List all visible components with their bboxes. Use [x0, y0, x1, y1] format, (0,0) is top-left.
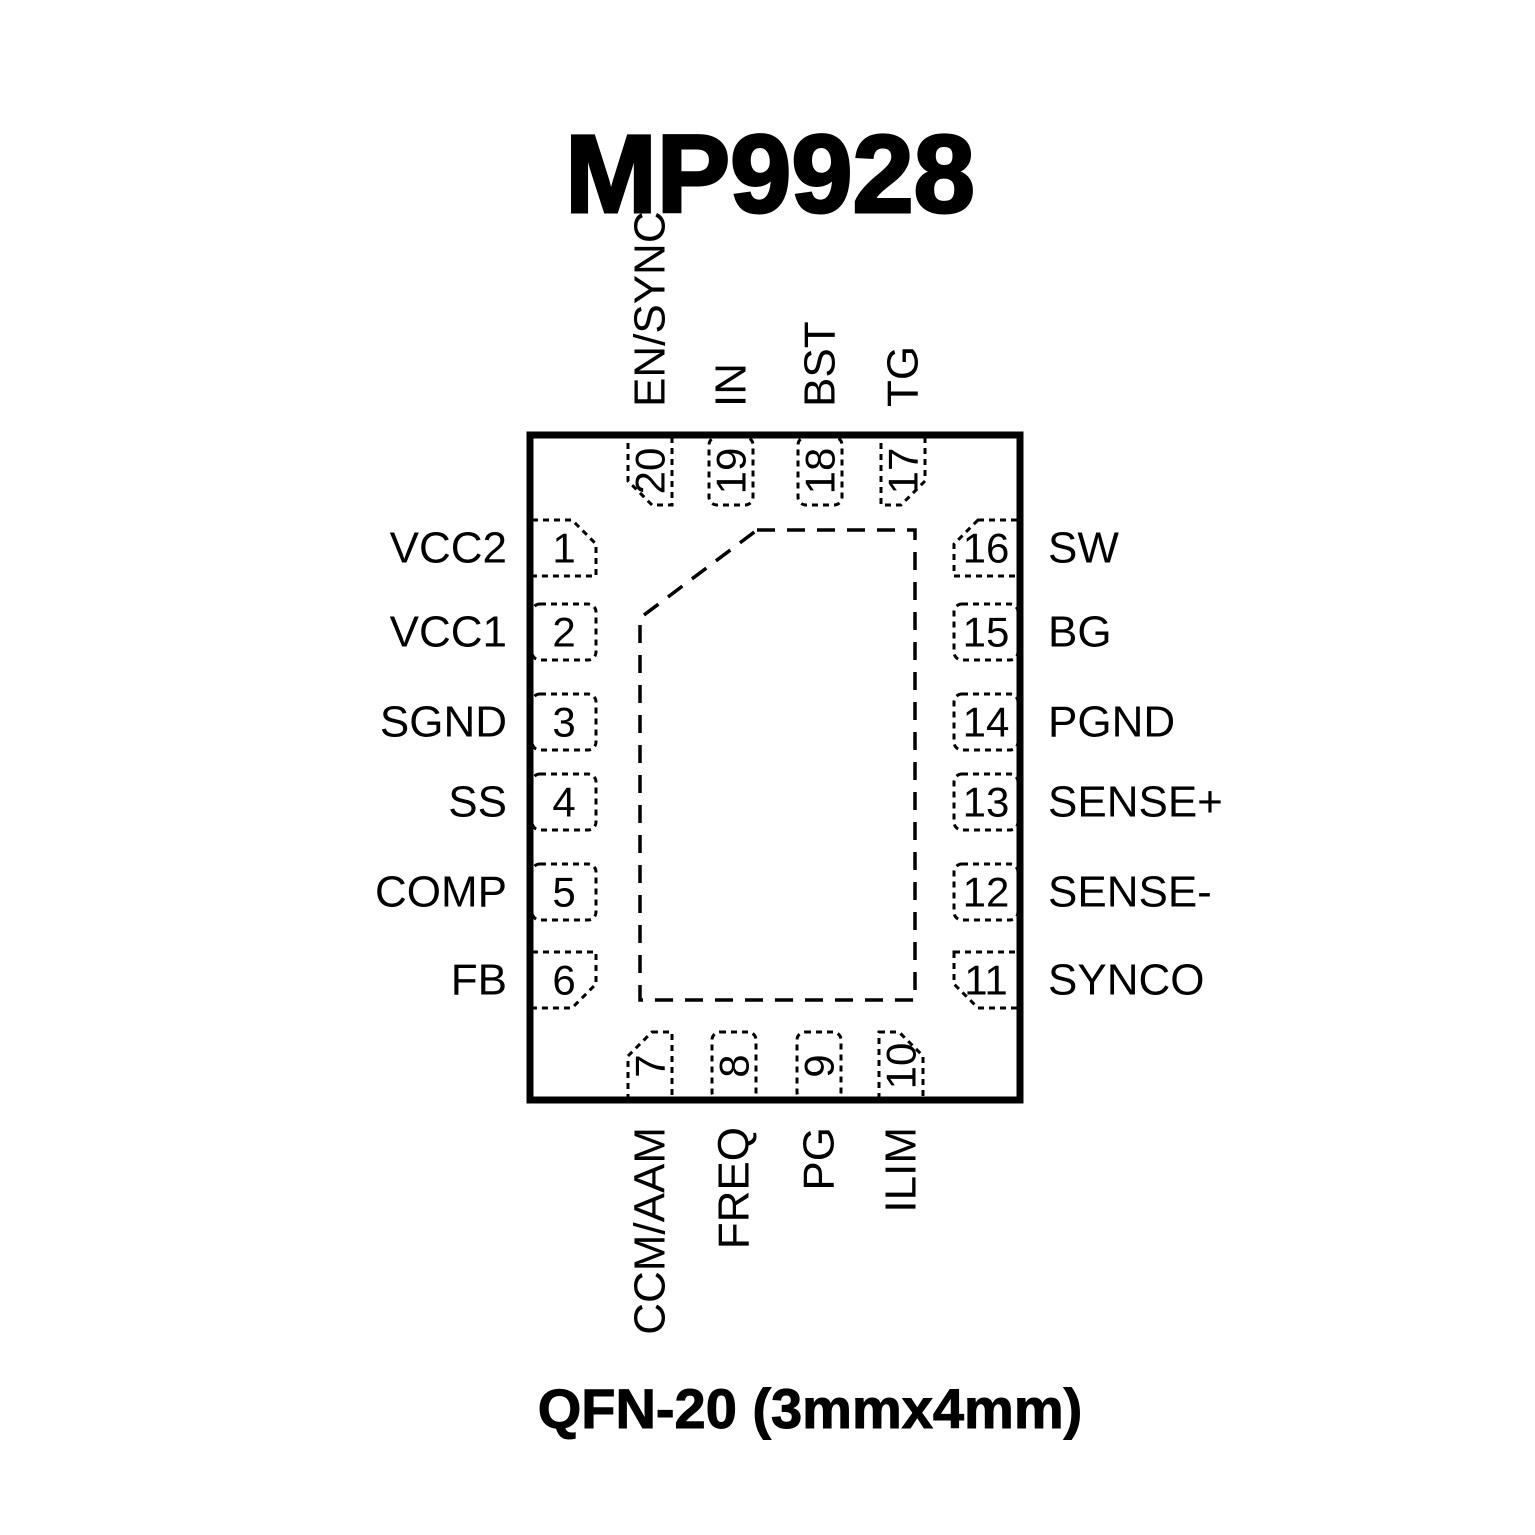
pin-13-number: 13 [963, 779, 1010, 826]
pin-11-label: SYNCO [1048, 956, 1204, 1005]
pin-2-number: 2 [552, 609, 575, 656]
pin-18-label: BST [796, 321, 845, 407]
pin-4-label: SS [448, 778, 507, 827]
pin-14-pad [952, 692, 1020, 752]
pin-12-label: SENSE- [1048, 868, 1212, 917]
pin-13-label: SENSE+ [1048, 778, 1223, 827]
pin-20-pad [626, 435, 674, 507]
pin-18-number: 18 [797, 448, 844, 495]
pin-3-label: SGND [380, 698, 507, 747]
pin-13-pad [952, 772, 1020, 832]
pin-5-number: 5 [552, 869, 575, 916]
pin-4-number: 4 [552, 779, 575, 826]
pin-1-pad [530, 518, 598, 578]
pin-6-pad [530, 950, 598, 1010]
pin-16-pad [952, 518, 1020, 578]
pin-17-pad [879, 435, 927, 507]
pin-5-label: COMP [375, 868, 507, 917]
pin-6-number: 6 [552, 957, 575, 1004]
pin-11-number: 11 [964, 957, 1008, 1004]
pin-1-label: VCC2 [390, 524, 507, 573]
pin-7-pad [626, 1030, 674, 1102]
pin-19-pad [707, 435, 755, 507]
pin-3-number: 3 [552, 699, 575, 746]
chip-body [526, 431, 1024, 1104]
pin-17-label: TG [879, 346, 928, 407]
pin-7-label: CCM/AAM [626, 1127, 675, 1335]
pin-15-number: 15 [963, 609, 1010, 656]
pin-15-label: BG [1048, 608, 1112, 657]
pin-3-pad [530, 692, 598, 752]
pin-14-label: PGND [1048, 698, 1175, 747]
pin-10-pad [877, 1030, 925, 1102]
exposed-pad [638, 528, 917, 1002]
pin-1-number: 1 [552, 525, 575, 572]
pin-2-pad [530, 602, 598, 662]
pin-10-label: ILIM [877, 1127, 926, 1213]
pin-16-label: SW [1048, 524, 1119, 573]
pin-8-pad [710, 1030, 758, 1102]
pin-20-label: EN/SYNC [626, 211, 675, 407]
pin-9-pad [795, 1030, 843, 1102]
pin-12-pad [952, 862, 1020, 922]
pin-7-number: 7 [627, 1054, 674, 1077]
pin-8-number: 8 [711, 1054, 758, 1077]
pin-12-number: 12 [963, 869, 1010, 916]
chip-title: MP9928 [565, 113, 975, 236]
pin-20-number: 20 [627, 448, 674, 495]
pin-10-number: 10 [878, 1043, 925, 1090]
pin-6-label: FB [451, 956, 507, 1005]
pin-19-label: IN [707, 363, 756, 407]
pin-15-pad [952, 602, 1020, 662]
package-caption: QFN-20 (3mmx4mm) [538, 1377, 1083, 1440]
pin-9-label: PG [795, 1127, 844, 1191]
pin-4-pad [530, 772, 598, 832]
pin-5-pad [530, 862, 598, 922]
pin-2-label: VCC1 [390, 608, 507, 657]
pin-18-pad [796, 435, 844, 507]
pin-16-number: 16 [963, 525, 1010, 572]
pin-11-pad [952, 950, 1020, 1010]
pin-19-number: 19 [708, 448, 755, 495]
pin-8-label: FREQ [710, 1127, 759, 1249]
pin-9-number: 9 [796, 1054, 843, 1077]
pin-14-number: 14 [963, 699, 1010, 746]
pin-17-number: 17 [880, 448, 927, 495]
